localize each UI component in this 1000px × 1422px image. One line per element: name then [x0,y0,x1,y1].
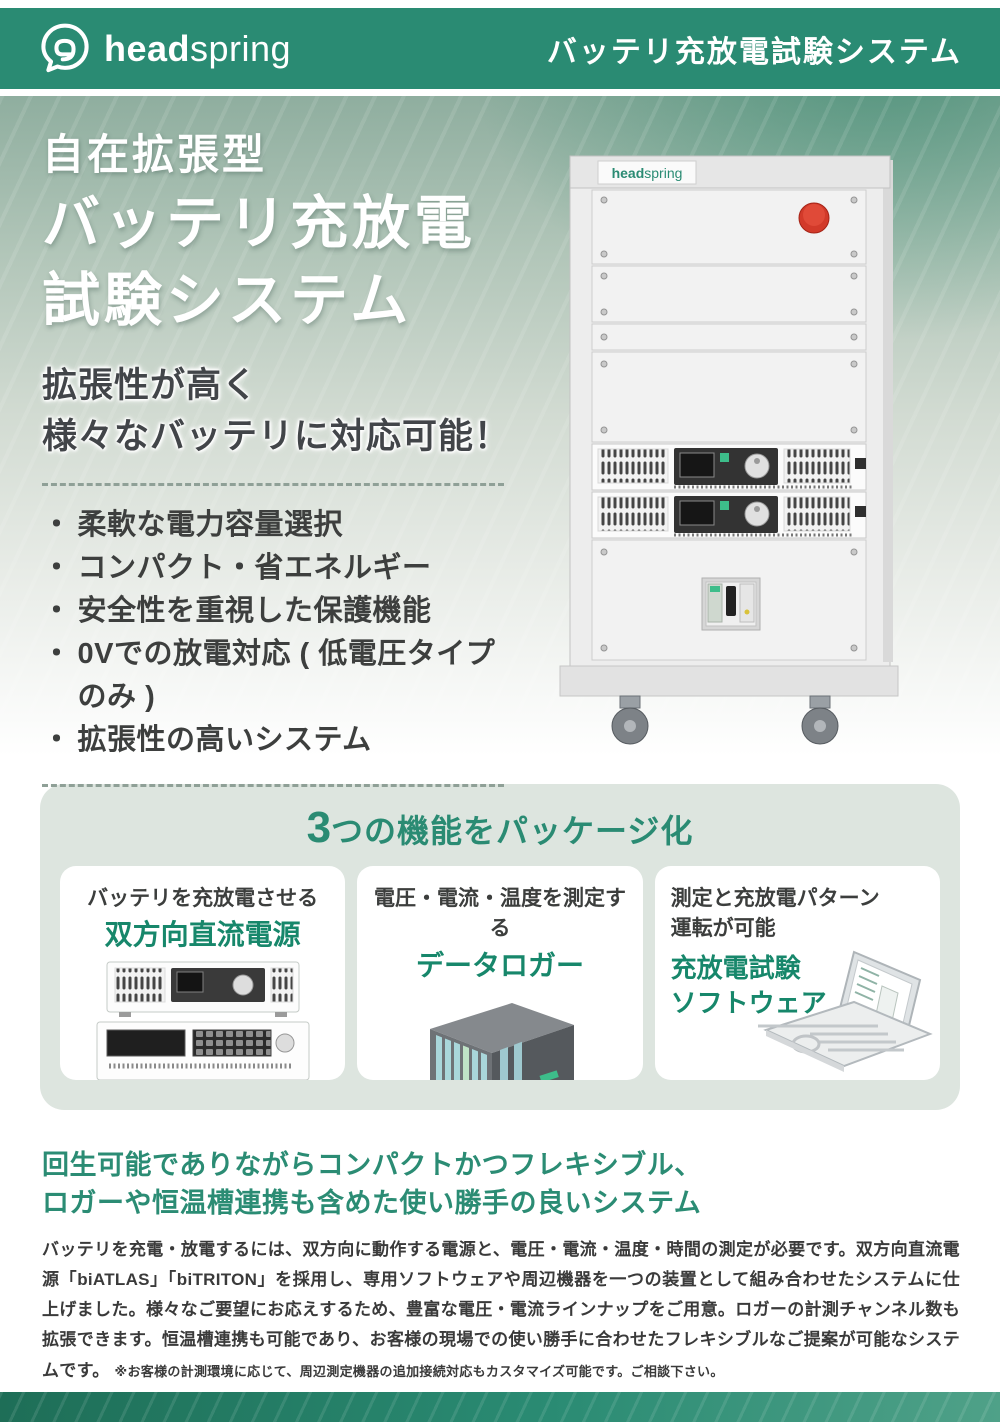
bullet-item: ・安全性を重視した保護機能 [42,590,504,633]
card-name: 充放電試験 ソフトウェア [671,951,924,1021]
summary-body-text: バッテリを充電・放電するには、双方向に動作する電源と、電圧・電流・温度・時間の測… [42,1239,960,1380]
card-name-line2: ソフトウェア [670,987,827,1018]
card-desc-line2: 運転が可能 [670,917,776,941]
features-title-number: 3 [306,803,332,852]
hero-subtitle-line2: 様々なバッテリに対応可能！ [42,417,511,457]
bullet-item: ・柔軟な電力容量選択 [42,504,504,547]
bullet-text: 0Vでの放電対応 ( 低電圧タイプのみ ) [77,637,496,713]
header-tagline: バッテリ充放電試験システム [546,35,962,69]
emergency-stop-button [798,202,830,234]
feature-card-power-supply: バッテリを充放電させる 双方向直流電源 [60,866,346,1080]
summary-note: ※お客様の計測環境に応じて、周辺測定機器の追加接続対応もカスタマイズ可能です。ご… [114,1363,724,1379]
bullet-marker: ・ [42,508,72,541]
summary-heading-line1: 回生可能でありながらコンパクトかつフレキシブル、 [42,1150,702,1180]
features-title-rest: つの機能をパッケージ化 [331,813,694,849]
card-name: 双方向直流電源 [104,919,301,951]
bullet-marker: ・ [42,723,72,756]
hero-subtitle-line1: 拡張性が高く [42,366,259,406]
feature-bullet-list: ・柔軟な電力容量選択 ・コンパクト・省エネルギー ・安全性を重視した保護機能 ・… [42,482,504,787]
features-panel: 3つの機能をパッケージ化 バッテリを充放電させる 双方向直流電源 [40,784,960,1110]
psu-unit-2 [591,491,867,539]
hero-title-line1: バッテリ充放電 [42,191,477,257]
data-logger-image [429,1002,574,1080]
laptop-image [757,950,933,1072]
card-desc-line1: 測定と充放電パターン [670,887,880,910]
headspring-logo-icon [41,23,89,72]
footer-bar [0,1392,1000,1422]
summary-section: 回生可能でありながらコンパクトかつフレキシブル、 ロガーや恒温槽連携も含めた使い… [42,1146,960,1386]
bullet-marker: ・ [42,594,72,627]
card-name-line1: 充放電試験 [670,952,801,983]
feature-card-software: 測定と充放電パターン 運転が可能 充放電試験 ソフトウェア [654,866,940,1080]
breaker-window [701,577,761,631]
bullet-marker: ・ [42,551,72,584]
summary-body: バッテリを充電・放電するには、双方向に動作する電源と、電圧・電流・温度・時間の測… [42,1235,960,1386]
rack-illustration: headspring [559,155,899,745]
bullet-item: ・コンパクト・省エネルギー [42,547,504,590]
bullet-item: ・0Vでの放電対応 ( 低電圧タイプのみ ) [42,633,504,719]
card-desc: 測定と充放電パターン 運転が可能 [671,884,924,945]
hero-title-line2: 試験システム [42,267,413,333]
headspring-logo: headspring [38,22,291,76]
hero-section: 自在拡張型 バッテリ充放電 試験システム 拡張性が高く 様々なバッテリに対応可能… [0,96,1000,787]
logo-text: headspring [104,28,291,70]
features-title: 3つの機能をパッケージ化 [60,806,940,852]
caster-right [801,695,839,745]
bullet-text: コンパクト・省エネルギー [77,551,432,584]
svg-text:headspring: headspring [612,165,683,181]
header-bar: headspring バッテリ充放電試験システム [0,8,1000,96]
card-desc: バッテリを充放電させる [87,887,319,910]
card-name: データロガー [415,949,584,981]
summary-heading: 回生可能でありながらコンパクトかつフレキシブル、 ロガーや恒温槽連携も含めた使い… [42,1146,958,1223]
hero-subtitle: 拡張性が高く 様々なバッテリに対応可能！ [42,361,1000,463]
hero-kicker: 自在拡張型 [42,131,268,178]
rack-nameplate: headspring [597,160,697,185]
bullet-text: 安全性を重視した保護機能 [77,594,432,627]
hero-title: バッテリ充放電 試験システム [42,186,1000,339]
card-desc: 電圧・電流・温度を測定する [373,887,626,941]
logo-text-light: spring [190,27,292,69]
bullet-text: 拡張性の高いシステム [77,723,372,756]
summary-heading-line2: ロガーや恒温槽連携も含めた使い勝手の良いシステム [42,1188,702,1219]
bullet-item: ・拡張性の高いシステム [42,719,504,762]
flyer-page: headspring バッテリ充放電試験システム 自在拡張型 バッテリ充放電 試… [0,8,1000,1422]
power-supply-image [96,961,310,1080]
bullet-marker: ・ [42,637,72,670]
psu-unit-1 [591,443,867,491]
caster-left [611,695,649,745]
logo-text-bold: head [104,27,191,69]
feature-card-data-logger: 電圧・電流・温度を測定する データロガー [357,866,643,1080]
bullet-text: 柔軟な電力容量選択 [77,508,344,541]
